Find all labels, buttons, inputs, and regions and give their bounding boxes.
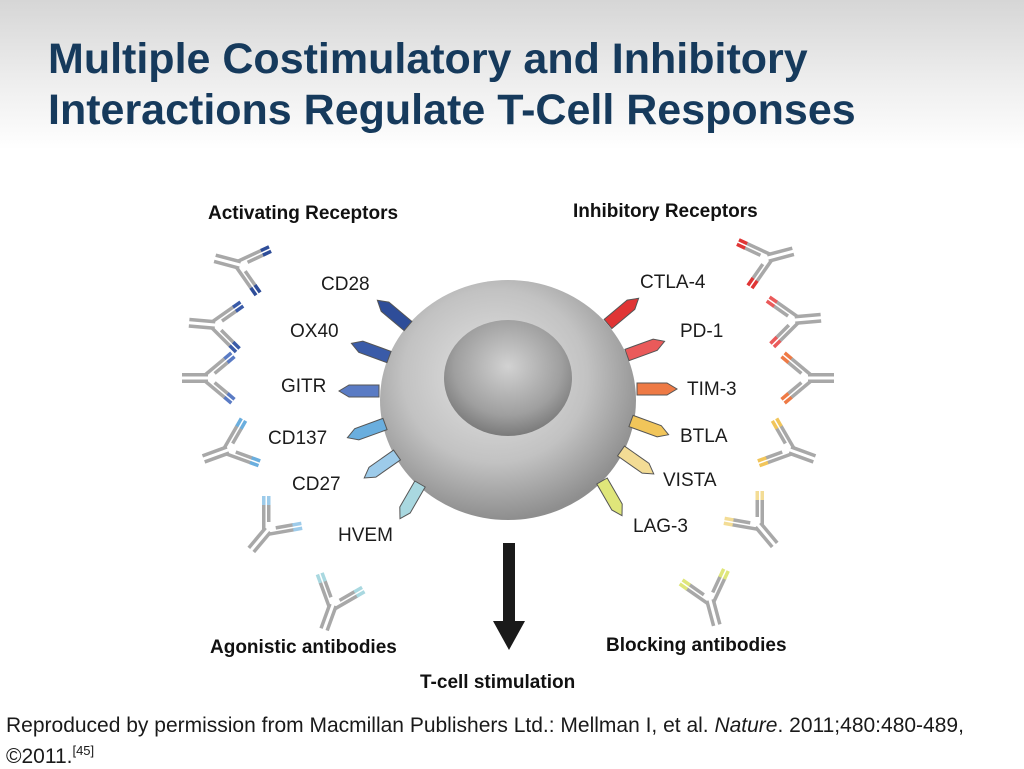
receptor-label-cd28: CD28 [321, 274, 370, 295]
receptor-lag-3 [596, 477, 623, 517]
slide-title: Multiple Costimulatory and Inhibitory In… [48, 34, 856, 136]
receptor-vista [616, 445, 655, 475]
antibody-ox40 [188, 300, 245, 354]
receptor-label-gitr: GITR [281, 376, 326, 397]
receptor-ctla-4 [603, 297, 640, 330]
blocking-antibodies-label: Blocking antibodies [606, 635, 787, 656]
receptor-label-lag-3: LAG-3 [633, 516, 688, 537]
activating-receptors [338, 299, 426, 520]
reference-text-after: . 2011;480:480-489, ©2011. [6, 714, 964, 768]
antibody-cd27 [247, 496, 303, 554]
slide-title-line-2: Interactions Regulate T-Cell Responses [48, 86, 856, 134]
antibody-vista [723, 491, 779, 549]
antibody-cd137 [201, 417, 261, 468]
activating-receptors-header: Activating Receptors [208, 203, 398, 224]
receptor-label-hvem: HVEM [338, 525, 393, 546]
receptor-label-tim-3: TIM-3 [687, 379, 737, 400]
t-cell-stimulation-label: T-cell stimulation [420, 672, 575, 693]
receptor-label-btla: BTLA [680, 426, 728, 447]
agonistic-antibodies [182, 245, 366, 632]
reference-journal: Nature [714, 714, 778, 737]
inhibitory-receptors-header: Inhibitory Receptors [573, 201, 758, 222]
receptor-btla [628, 414, 670, 438]
antibody-tim-3 [780, 351, 834, 405]
receptor-cd27 [363, 449, 402, 479]
antibody-gitr [182, 351, 236, 405]
antibody-ctla-4 [736, 238, 795, 290]
antibody-btla [757, 417, 817, 468]
antibody-hvem [315, 572, 366, 632]
t-cell-nucleus [444, 320, 572, 436]
receptor-ox40 [350, 340, 392, 364]
agonistic-antibodies-label: Agonistic antibodies [210, 637, 397, 658]
inhibitory-receptors [596, 297, 678, 517]
receptor-label-ctla-4: CTLA-4 [640, 272, 706, 293]
receptor-cd137 [346, 417, 388, 441]
receptor-cd28 [376, 299, 413, 332]
blocking-antibodies [678, 238, 834, 627]
t-cell [380, 280, 636, 520]
receptor-gitr [338, 384, 380, 398]
stimulation-arrow [493, 543, 525, 650]
receptor-label-cd137: CD137 [268, 428, 327, 449]
reference-text: Reproduced by permission from Macmillan … [6, 714, 715, 737]
receptor-tim-3 [636, 382, 678, 396]
title-bar [0, 0, 1024, 150]
receptor-label-ox40: OX40 [290, 321, 339, 342]
antibody-lag-3 [678, 568, 730, 627]
receptor-label-cd27: CD27 [292, 474, 341, 495]
receptor-hvem [399, 480, 426, 520]
receptor-pd-1 [624, 338, 666, 362]
antibody-pd-1 [765, 295, 822, 349]
antibody-cd28 [213, 245, 272, 297]
reference-number: [45] [72, 743, 95, 758]
receptor-label-vista: VISTA [663, 470, 717, 491]
reference-citation: Reproduced by permission from Macmillan … [6, 713, 1018, 769]
slide-title-line-1: Multiple Costimulatory and Inhibitory [48, 35, 808, 83]
receptor-label-pd-1: PD-1 [680, 321, 723, 342]
